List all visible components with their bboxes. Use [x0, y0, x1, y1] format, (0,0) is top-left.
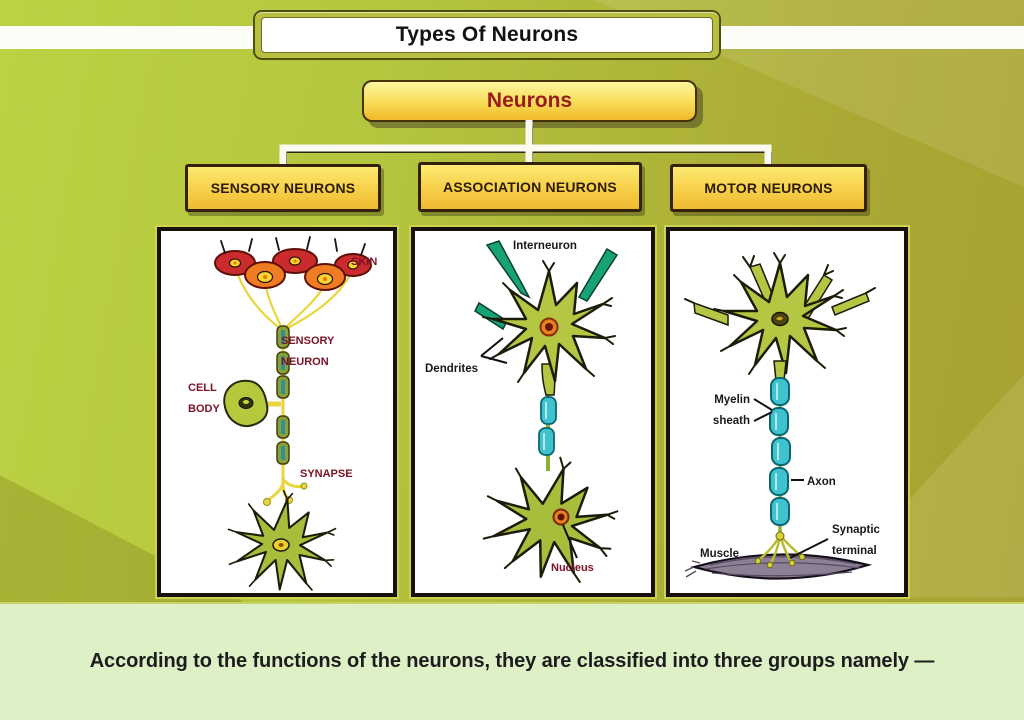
motor-soma	[684, 252, 876, 375]
muscle-shape	[684, 553, 873, 580]
synaptic-terminals	[754, 531, 806, 569]
branch-box-motor-neurons: MOTOR NEURONS	[670, 164, 867, 212]
title-box: Types Of Neurons	[261, 17, 713, 53]
label-sensory: SENSORY	[281, 335, 335, 347]
caption-text: According to the functions of the neuron…	[89, 650, 935, 672]
label-neuron: NEURON	[281, 356, 329, 368]
label-dendrites: Dendrites	[425, 363, 478, 375]
sensory-synapse	[263, 477, 308, 506]
caption-band: According to the functions of the neuron…	[0, 602, 1024, 720]
label-cell: CELL	[188, 382, 217, 394]
branch-box-association-neurons: ASSOCIATION NEURONS	[418, 162, 642, 212]
skin-hairs	[220, 236, 366, 256]
sensory-cell-body	[223, 379, 281, 427]
myelin-pointer-lines	[753, 398, 773, 422]
myelin-segments	[769, 377, 791, 526]
branch-box-sensory-neurons: SENSORY NEURONS	[185, 164, 381, 212]
root-node-neurons: Neurons	[362, 80, 697, 122]
sensory-neuron-illustration: SKIN SENSORY	[188, 236, 377, 593]
dendrites-pointer-lines	[480, 337, 508, 364]
sensory-target-neuron	[220, 483, 343, 593]
label-terminal: terminal	[832, 545, 877, 557]
label-synapse: SYNAPSE	[300, 468, 353, 480]
synaptic-terminal-pointer-line	[789, 538, 829, 559]
label-interneuron: Interneuron	[513, 240, 577, 252]
panel-sensory-neuron: SKIN SENSORY	[157, 227, 397, 597]
page-title: Types Of Neurons	[395, 23, 579, 46]
label-axon: Axon	[807, 476, 836, 488]
label-skin: SKIN	[351, 256, 377, 268]
label-sheath: sheath	[713, 415, 750, 427]
label-body: BODY	[188, 403, 220, 415]
motor-neuron-illustration: Myelin sheath Axon	[684, 252, 881, 580]
label-nucleus: Nucleus	[551, 562, 594, 574]
branch-label-association: ASSOCIATION NEURONS	[443, 179, 617, 195]
title-frame: Types Of Neurons	[253, 10, 721, 60]
nucleus-pointer-line	[562, 524, 578, 559]
association-neuron-illustration: Interneuron	[425, 240, 631, 593]
sensory-axon-segments	[276, 325, 290, 465]
skin-cells	[214, 236, 372, 291]
association-target-neuron	[470, 441, 631, 593]
motor-axon	[769, 360, 791, 537]
panel-association-neuron: Interneuron	[411, 227, 655, 597]
label-myelin: Myelin	[714, 394, 750, 406]
branch-label-sensory: SENSORY NEURONS	[210, 180, 356, 196]
tree-connector	[279, 120, 772, 170]
panel-motor-neuron: Myelin sheath Axon	[666, 227, 908, 597]
branch-label-motor: MOTOR NEURONS	[704, 180, 833, 196]
connector-line	[279, 120, 772, 170]
label-synaptic: Synaptic	[832, 524, 881, 536]
root-node-label: Neurons	[486, 89, 573, 112]
teal-dendrites	[474, 240, 619, 331]
interneuron-cell	[474, 240, 619, 383]
label-muscle: Muscle	[700, 548, 739, 560]
